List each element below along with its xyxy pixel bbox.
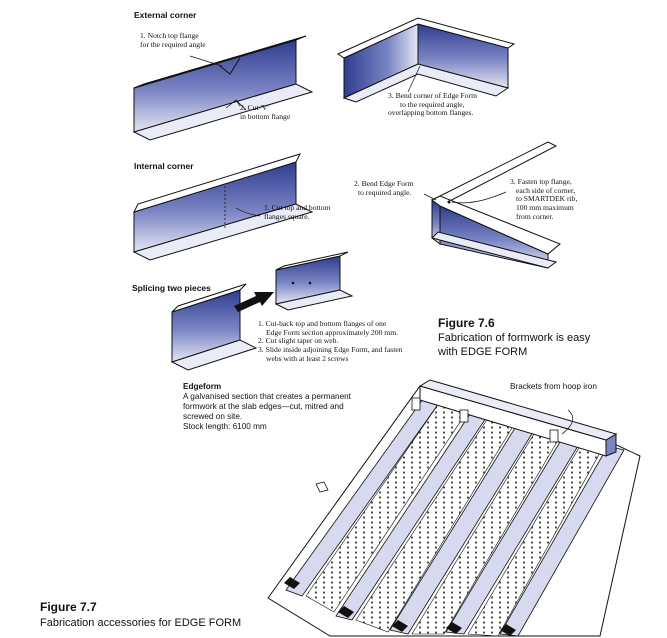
leader-lines [189, 55, 507, 217]
external-corner-step2: 2. Cut 'V' in bottom flange [240, 103, 291, 121]
internal-corner-step1: 1. Cut top and bottom flanges square. [264, 203, 331, 221]
step-line: webs with at least 2 screws [266, 353, 349, 363]
edgeform-line: screwed on site. [183, 412, 243, 421]
step-line: to required angle. [358, 187, 412, 197]
step-line: Edge Form section approximately 200 mm. [266, 327, 399, 337]
edgeform-line: formwork at the slab edges—cut, mitred a… [183, 402, 344, 411]
external-corner-notched-edge-form [132, 35, 314, 141]
external-corner-bent-edge-form [336, 17, 516, 103]
decking-illustration [267, 379, 641, 637]
figure-7-6-caption: Fabrication of formwork is easy with EDG… [438, 331, 590, 360]
edgeform-stock: Stock length: 6100 mm [183, 422, 267, 431]
internal-corner-cut-edge-form [132, 153, 314, 261]
step-line: flanges square. [264, 211, 310, 221]
step-line: 3. Fasten top flange, [510, 177, 572, 186]
internal-corner-step2: 2. Bend Edge Form to required angle. [354, 179, 414, 197]
internal-corner-bent-edge-form [431, 141, 561, 269]
internal-corner-step3: 3. Fasten top flange, each side of corne… [510, 177, 578, 222]
caption-line: Fabrication of formwork is easy [438, 332, 591, 344]
step-line: 1. Cut top and bottom [264, 203, 331, 212]
splicing-title: Splicing two pieces [132, 283, 211, 293]
step-line: for the required angle [140, 39, 206, 49]
step-line: 1. Cut-back top and bottom flanges of on… [258, 319, 387, 328]
step-line: 3. Slide inside adjoining Edge Form, and… [258, 345, 403, 355]
caption-line: with EDGE FORM [438, 346, 528, 359]
edgeform-line: A galvanised section that creates a perm… [183, 392, 351, 401]
step-line: each side of corner, [516, 185, 576, 195]
external-corner-step3: 3. Bend corner of Edge Form to the requi… [388, 91, 477, 118]
step-line: to SMARTDEK rib, [516, 194, 578, 204]
step-line: to the required angle, [400, 99, 465, 109]
brackets-label: Brackets from hoop iron [510, 382, 597, 391]
splicing-steps: 1. Cut-back top and bottom flanges of on… [258, 319, 403, 364]
step-line: 100 mm maximum [516, 203, 574, 213]
external-corner-step1: 1. Notch top flange for the required ang… [140, 31, 206, 49]
splicing-edge-form-pieces [170, 251, 354, 371]
step-line: from corner. [516, 211, 554, 221]
internal-corner-title: Internal corner [134, 161, 194, 171]
figure-7-7-number: Figure 7.7 [40, 600, 97, 614]
external-corner-title: External corner [134, 10, 197, 20]
step-line: 2. Bend Edge Form [354, 179, 414, 188]
step-line: 2. Cut slight taper on web. [258, 336, 339, 346]
step-line: 1. Notch top flange [140, 31, 199, 40]
step-line: in bottom flange [240, 111, 291, 121]
figure-7-6-number: Figure 7.6 [438, 316, 495, 330]
figure-7-7-caption: Fabrication accessories for EDGE FORM [40, 617, 242, 629]
step-line: overlapping bottom flanges. [388, 108, 474, 118]
step-line: 3. Bend corner of Edge Form [388, 91, 477, 100]
edgeform-info: Edgeform A galvanised section that creat… [183, 382, 351, 432]
edgeform-title: Edgeform [183, 382, 222, 391]
step-line: 2. Cut 'V' [240, 103, 269, 112]
